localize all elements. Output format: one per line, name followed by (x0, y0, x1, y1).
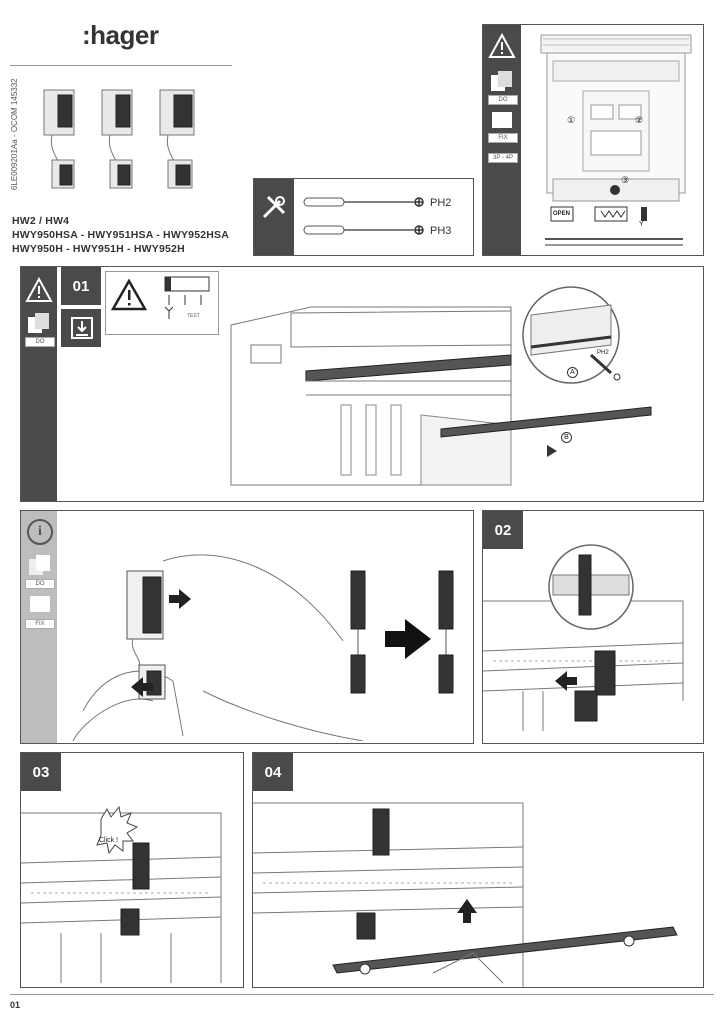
breaker-front-view (540, 34, 692, 246)
info-panel: i DO FIX (20, 510, 474, 744)
step-03-panel: 03 Click ! (20, 752, 244, 988)
fix-tag: FIX (25, 619, 55, 629)
model-line-1: HW2 / HW4 (12, 215, 70, 227)
do-tag: DO (25, 337, 55, 347)
callout-a: A (567, 367, 578, 378)
warning-icon (111, 279, 147, 311)
header-divider (10, 65, 232, 66)
drawout-icon (29, 555, 50, 575)
do-tag: DO (488, 95, 518, 105)
step-03-illustration (21, 805, 222, 983)
step-03-number: 03 (21, 753, 61, 791)
safety-box (105, 271, 219, 335)
poles-tag: 3P - 4P (488, 153, 518, 163)
spring-discharge-icon (71, 317, 93, 339)
y-label: Y (639, 221, 644, 228)
hager-logo: :hager (82, 20, 159, 50)
step-04-panel: 04 (252, 752, 704, 988)
tools-sidebar (254, 179, 294, 255)
step-01-panel: DO 01 TEST PH2 A B (20, 266, 704, 502)
page-number: 01 (10, 1000, 21, 1010)
model-line-2: HWY950HSA - HWY951HSA - HWY952HSA (12, 229, 230, 241)
disconnected-position-icon (164, 276, 210, 319)
fixed-icon (492, 112, 512, 128)
ph2-label: PH2 (430, 197, 452, 209)
wrench-screwdriver-icon (262, 195, 286, 219)
step-02-number: 02 (483, 511, 523, 549)
drawout-icon (491, 71, 512, 91)
screwdrivers-illustration (303, 197, 424, 235)
callout-3: ③ (621, 175, 630, 185)
footer-divider (10, 994, 714, 995)
model-line-3: HWY950H - HWY951H - HWY952H (12, 243, 185, 255)
test-label: TEST (187, 313, 200, 319)
click-label: Click ! (99, 837, 119, 844)
auxiliary-contacts-illustration (43, 89, 195, 189)
callout-2: ② (635, 115, 644, 125)
step-01-number: 01 (61, 267, 101, 305)
model-list: HW2 / HW4 HWY950HSA - HWY951HSA - HWY952… (12, 214, 229, 256)
step-01-sidebar (21, 267, 57, 501)
step-04-number: 04 (253, 753, 293, 791)
open-label: OPEN (553, 211, 571, 217)
ph3-label: PH3 (430, 225, 452, 237)
step-02-panel: 02 (482, 510, 704, 744)
callout-b: B (561, 432, 572, 443)
fixed-icon (30, 596, 50, 612)
warning-icon (25, 277, 53, 302)
ph2-callout: PH2 (597, 350, 609, 356)
connector-separation-illustration (72, 554, 454, 741)
callout-1: ① (567, 115, 576, 125)
document-reference: 6LE009201Aa - OCOM 145332 (10, 78, 19, 190)
breaker-removing-cover-illustration (230, 286, 652, 486)
fix-tag: FIX (488, 133, 518, 143)
step-02-illustration (483, 544, 684, 731)
overview-panel: DO FIX 3P - 4P ① ② ③ OPEN Y (482, 24, 704, 256)
tools-panel: PH2 PH3 (253, 178, 474, 256)
warning-icon (488, 33, 516, 58)
info-icon: i (27, 519, 53, 545)
drawout-icon (28, 313, 49, 333)
step-04-illustration (253, 802, 678, 987)
do-tag: DO (25, 579, 55, 589)
